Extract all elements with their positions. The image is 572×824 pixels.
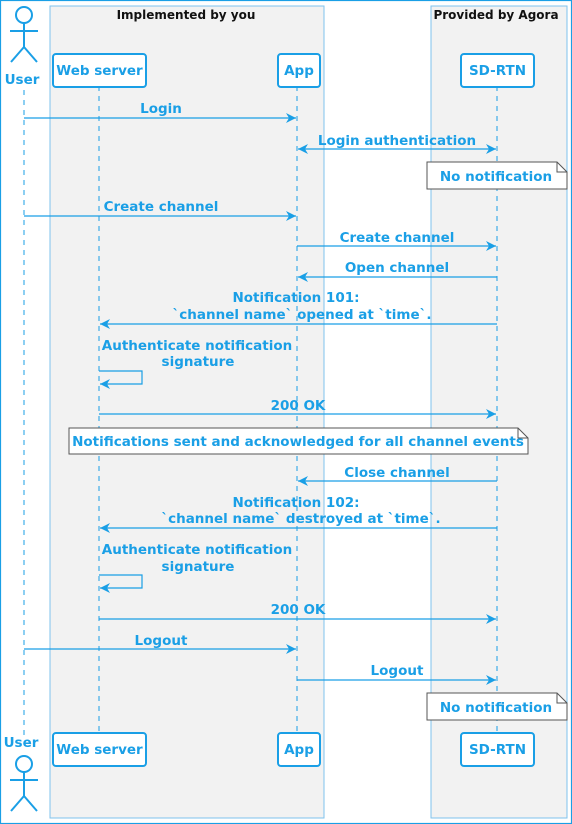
participant-label: App — [284, 63, 314, 79]
note-shape — [426, 692, 568, 721]
message-label-line2: `channel name` opened at `time`. — [173, 307, 432, 323]
note-fold — [556, 693, 567, 704]
message-authenticate-signature-1: Authenticate notification signature — [99, 338, 292, 389]
box-agora-title: Provided by Agora — [433, 8, 558, 22]
self-arrow — [99, 574, 143, 593]
box-implemented-by-you: Implemented by you — [49, 5, 325, 819]
message-label-line2: `channel name` destroyed at `time`. — [161, 511, 440, 527]
participant-sd-rtn-bottom: SD-RTN — [460, 732, 535, 767]
message-label: Open channel — [345, 260, 449, 276]
stick-figure-icon — [10, 6, 38, 63]
message-label: Create channel — [340, 230, 455, 246]
message-logout-app: Logout — [297, 663, 496, 685]
message-label-line1: Notification 101: — [232, 290, 359, 306]
note-shape — [426, 161, 568, 190]
message-200-ok-2: 200 OK — [99, 602, 496, 624]
participant-box — [460, 53, 535, 88]
note-fold — [556, 162, 567, 173]
participant-label: Web server — [56, 63, 143, 79]
message-label: Logout — [371, 663, 424, 679]
participant-app-top: App — [277, 53, 321, 88]
message-create-channel-user: Create channel — [24, 199, 296, 221]
participant-sd-rtn-top: SD-RTN — [460, 53, 535, 88]
message-label: Login authentication — [318, 133, 476, 149]
message-label: Create channel — [104, 199, 219, 215]
message-label: 200 OK — [271, 398, 326, 414]
note-fold — [517, 428, 528, 439]
participant-app-bottom: App — [277, 732, 321, 767]
participant-web-server-top: Web server — [52, 53, 147, 88]
message-authenticate-signature-2: Authenticate notification signature — [99, 542, 292, 593]
participant-label: SD-RTN — [469, 63, 526, 79]
message-200-ok-1: 200 OK — [99, 398, 496, 419]
message-label-line1: Notification 102: — [232, 495, 359, 511]
participant-box — [277, 53, 321, 88]
message-label-line2: signature — [162, 354, 235, 370]
message-login: Login — [24, 101, 296, 123]
note-no-notification-2: No notification — [426, 692, 568, 721]
message-login-authentication: Login authentication — [298, 133, 496, 154]
stick-figure-icon — [10, 755, 38, 812]
actor-user-label: User — [5, 72, 40, 88]
message-logout-user: Logout — [24, 633, 296, 654]
participant-label: App — [284, 742, 314, 758]
note-shape — [68, 427, 529, 455]
note-no-notification-1: No notification — [426, 161, 568, 190]
actor-user-label: User — [4, 735, 39, 751]
message-open-channel: Open channel — [298, 260, 497, 282]
participant-label: SD-RTN — [469, 742, 526, 758]
note-text: No notification — [440, 169, 552, 185]
participant-label: Web server — [56, 742, 143, 758]
message-label: 200 OK — [271, 602, 326, 618]
message-label-line1: Authenticate notification — [102, 338, 292, 354]
note-notifications-sent: Notifications sent and acknowledged for … — [68, 427, 529, 455]
note-text: Notifications sent and acknowledged for … — [72, 434, 524, 450]
message-close-channel: Close channel — [298, 465, 497, 486]
message-label: Login — [140, 101, 182, 117]
box-implemented-title: Implemented by you — [117, 8, 256, 22]
participant-web-server-bottom: Web server — [52, 732, 147, 767]
message-label: Logout — [135, 633, 188, 649]
box-agora-frame — [430, 5, 568, 819]
message-create-channel-app: Create channel — [297, 230, 496, 251]
self-arrow — [99, 370, 143, 389]
participant-box — [52, 53, 147, 88]
message-label: Close channel — [344, 465, 449, 481]
message-notification-101: Notification 101: `channel name` opened … — [100, 290, 497, 329]
box-implemented-frame — [49, 5, 325, 819]
participant-box — [460, 732, 535, 767]
message-label-line2: signature — [162, 559, 235, 575]
actor-user-bottom: User — [4, 735, 39, 812]
note-text: No notification — [440, 700, 552, 716]
box-provided-by-agora: Provided by Agora — [430, 5, 568, 819]
participant-box — [277, 732, 321, 767]
participant-box — [52, 732, 147, 767]
message-label-line1: Authenticate notification — [102, 542, 292, 558]
message-notification-102: Notification 102: `channel name` destroy… — [100, 495, 497, 533]
actor-user-top: User — [5, 6, 40, 88]
